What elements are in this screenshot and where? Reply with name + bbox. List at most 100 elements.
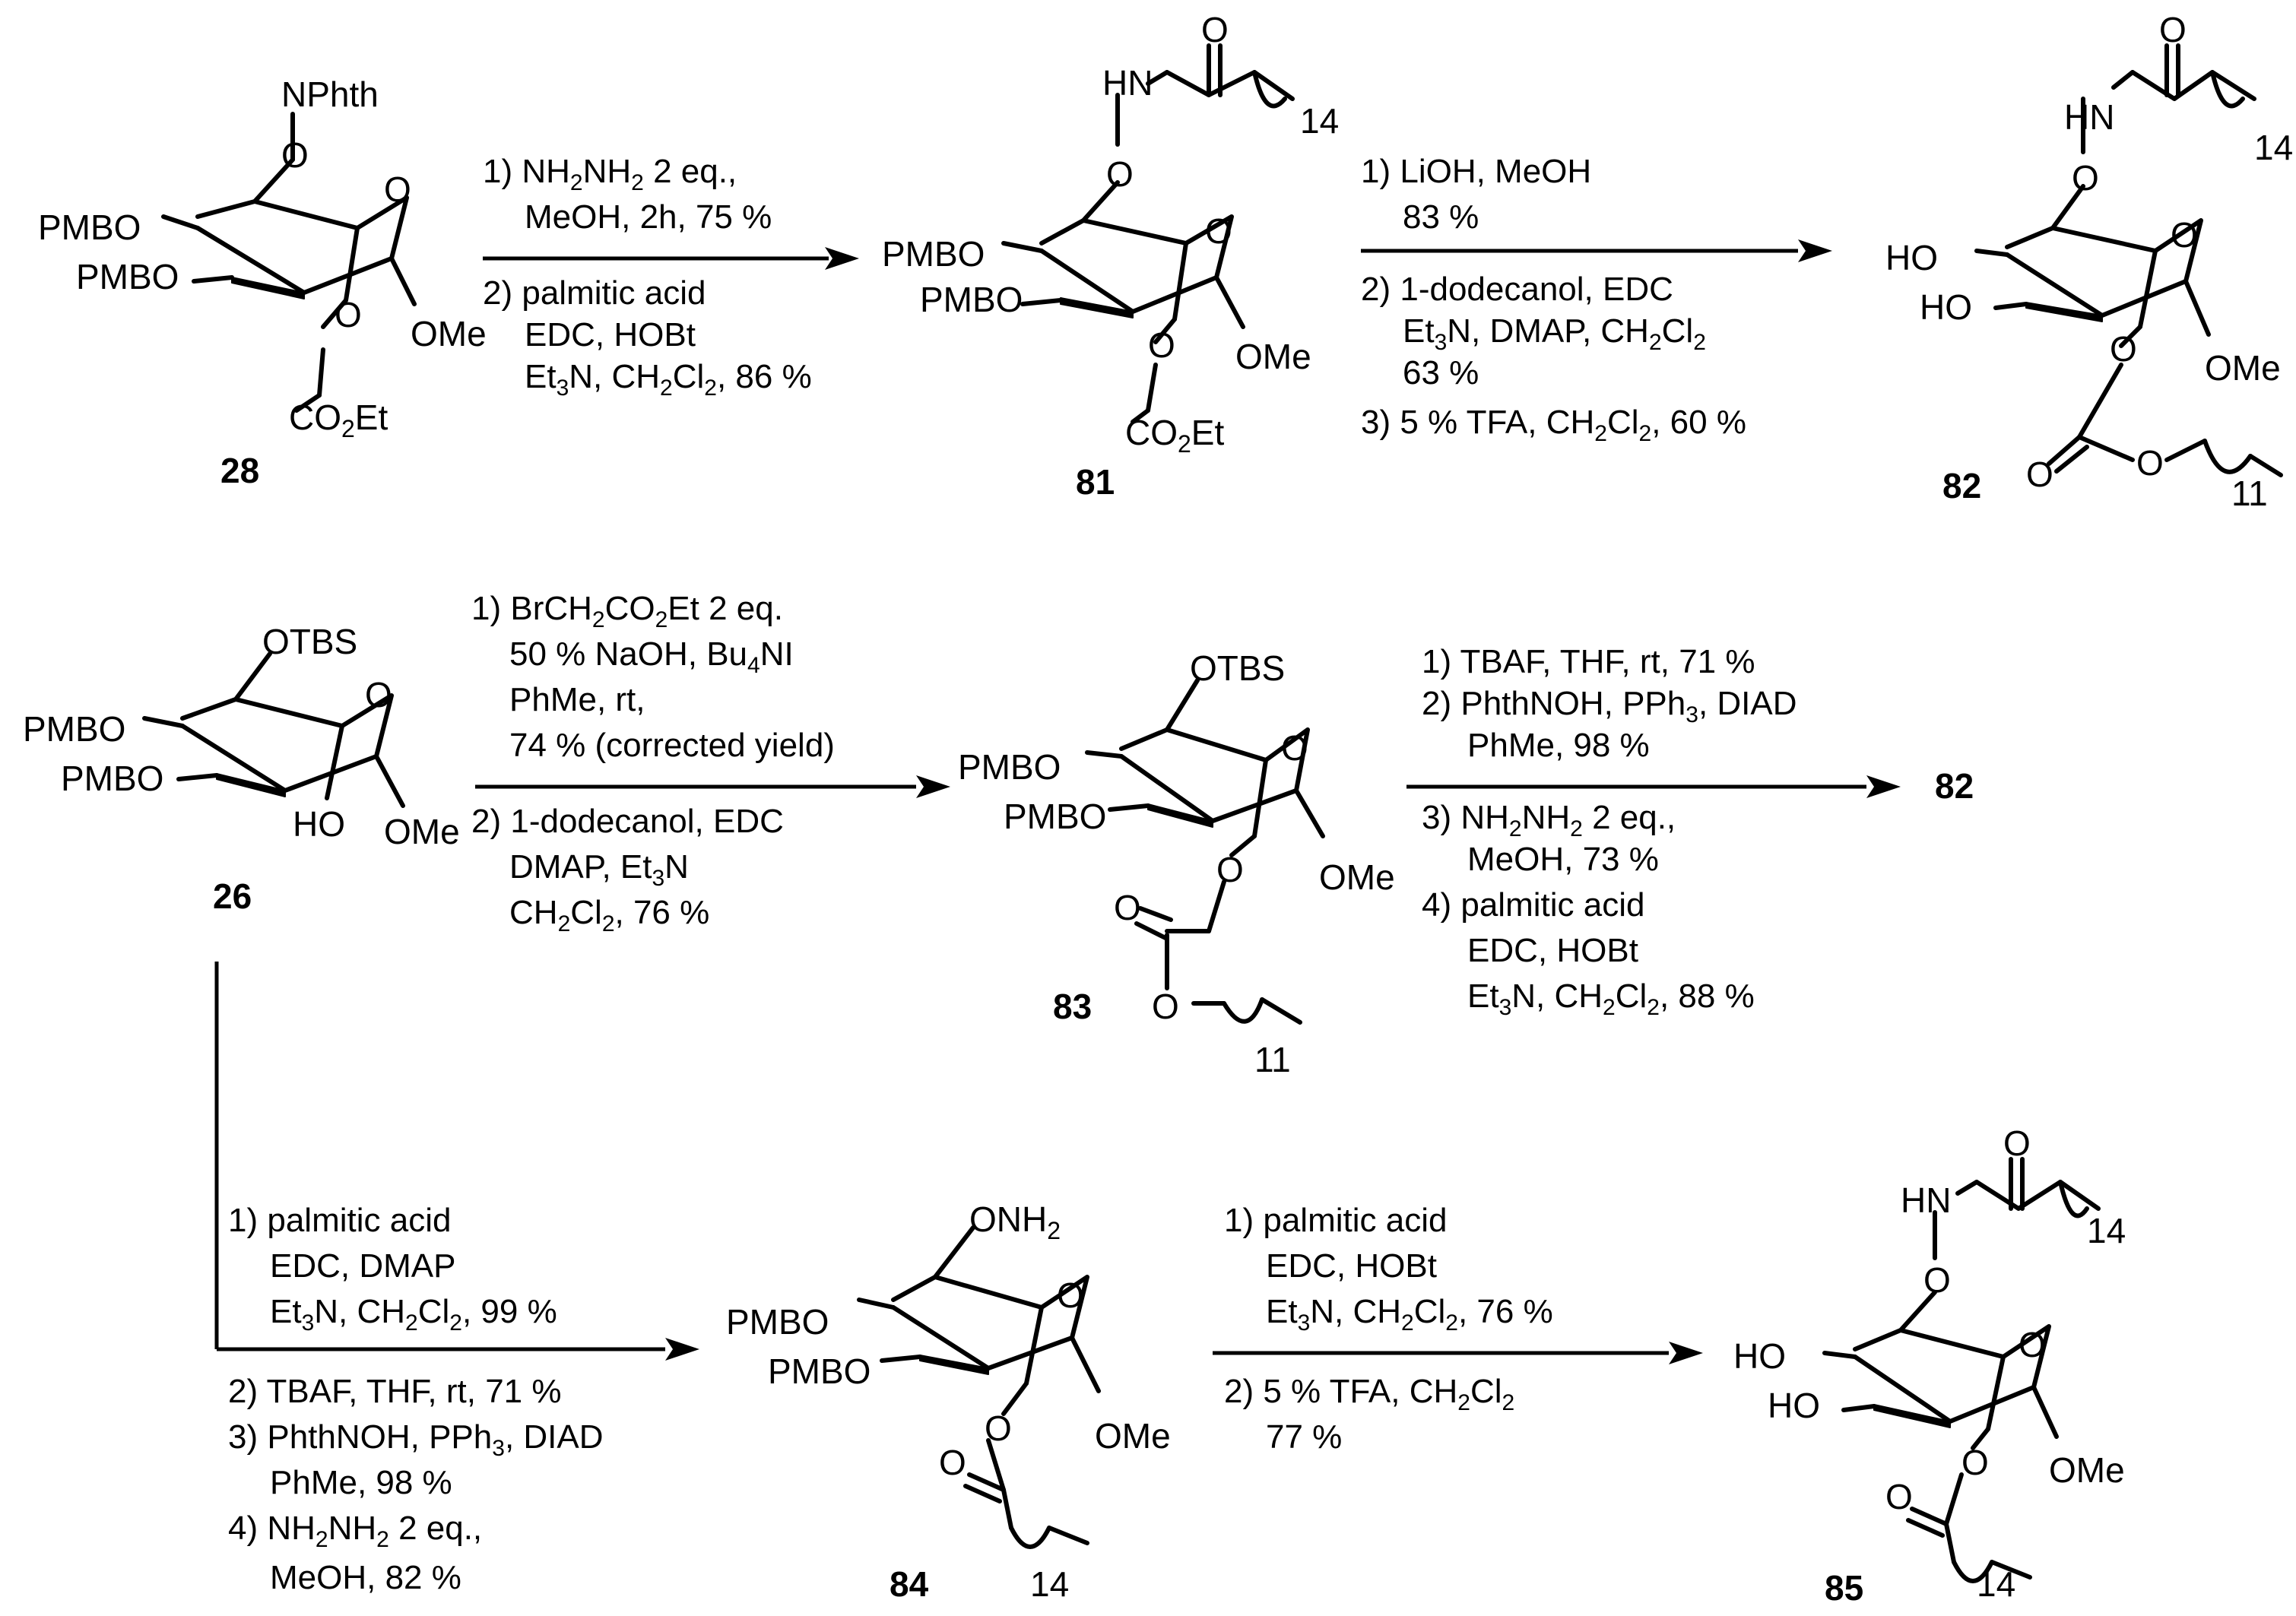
ring-oxygen: O xyxy=(1205,211,1232,251)
ester-oxygen: O xyxy=(1152,987,1179,1026)
conditions-26-to-84: 1) palmitic acid EDC, DMAP Et3N, CH2Cl2,… xyxy=(228,1202,604,1596)
label-o: O xyxy=(1148,325,1175,365)
condition-line: 2) TBAF, THF, rt, 71 % xyxy=(228,1373,562,1410)
compound-label-26: 26 xyxy=(213,876,252,916)
compound-83: OTBS O PMBO PMBO O OMe O O 11 83 xyxy=(958,648,1395,1079)
label-ome: OMe xyxy=(2205,348,2281,388)
compound-81: O HN 14 O O PMBO PMBO O OMe CO2Et 81 xyxy=(882,10,1339,502)
label-ho: HO xyxy=(1885,238,1938,277)
ring-oxygen: O xyxy=(2019,1325,2046,1364)
conditions-84-to-85: 1) palmitic acid EDC, HOBt Et3N, CH2Cl2,… xyxy=(1224,1202,1553,1456)
condition-line: PhMe, 98 % xyxy=(270,1464,452,1501)
compound-label-85: 85 xyxy=(1825,1568,1863,1608)
chain-count: 11 xyxy=(2231,474,2268,513)
condition-line: 74 % (corrected yield) xyxy=(509,727,835,764)
label-ome: OMe xyxy=(1095,1416,1171,1456)
chain-count: 14 xyxy=(1300,101,1339,141)
carbonyl-oxygen: O xyxy=(1885,1477,1913,1516)
conditions-83-to-82: 1) TBAF, THF, rt, 71 % 2) PhthNOH, PPh3,… xyxy=(1422,643,1797,1020)
condition-line: MeOH, 2h, 75 % xyxy=(525,198,772,236)
label-o: O xyxy=(2072,158,2099,198)
label-nphth: NPhth xyxy=(281,74,379,114)
label-co2et: CO2Et xyxy=(1125,413,1224,458)
label-o: O xyxy=(281,135,309,175)
compound-label-82: 82 xyxy=(1942,466,1981,505)
condition-line: 4) palmitic acid xyxy=(1422,886,1644,924)
carbonyl-oxygen: O xyxy=(2003,1123,2031,1163)
arrow-28-to-81 xyxy=(483,247,859,270)
condition-line: EDC, DMAP xyxy=(270,1247,455,1285)
condition-line: EDC, HOBt xyxy=(1266,1247,1437,1285)
chain-count: 14 xyxy=(2087,1211,2126,1250)
label-pmbo: PMBO xyxy=(23,709,125,749)
label-pmbo: PMBO xyxy=(61,759,163,798)
compound-label-28: 28 xyxy=(220,451,259,490)
condition-line: 77 % xyxy=(1266,1418,1342,1456)
compound-label-83: 83 xyxy=(1053,987,1092,1026)
condition-line: Et3N, CH2Cl2, 99 % xyxy=(270,1293,557,1336)
condition-line: 2) 5 % TFA, CH2Cl2 xyxy=(1224,1373,1514,1415)
compound-26: OTBS O PMBO PMBO HO OMe 26 xyxy=(23,622,460,916)
condition-line: 1) BrCH2CO2Et 2 eq. xyxy=(471,590,783,632)
compound-28: NPhth O O PMBO PMBO O OMe CO2Et 28 xyxy=(38,74,487,490)
condition-line: 3) NH2NH2 2 eq., xyxy=(1422,799,1676,841)
label-hn: HN xyxy=(1901,1180,1951,1220)
chain-count: 11 xyxy=(1254,1040,1291,1079)
compound-label-84: 84 xyxy=(890,1564,929,1604)
condition-line: 2) PhthNOH, PPh3, DIAD xyxy=(1422,685,1797,727)
condition-line: 3) PhthNOH, PPh3, DIAD xyxy=(228,1418,604,1461)
label-pmbo: PMBO xyxy=(882,234,985,274)
ring-oxygen: O xyxy=(1057,1275,1084,1315)
condition-line: PhMe, rt, xyxy=(509,681,645,718)
label-otbs: OTBS xyxy=(262,622,357,661)
label-hn: HN xyxy=(1102,63,1153,103)
conditions-26-to-83: 1) BrCH2CO2Et 2 eq. 50 % NaOH, Bu4NI PhM… xyxy=(471,590,835,936)
arrow-26-to-83 xyxy=(475,775,950,798)
label-o: O xyxy=(2110,329,2137,369)
condition-line: 1) NH2NH2 2 eq., xyxy=(483,153,737,195)
condition-line: 1) TBAF, THF, rt, 71 % xyxy=(1422,643,1755,680)
label-o: O xyxy=(1216,850,1244,889)
condition-line: 4) NH2NH2 2 eq., xyxy=(228,1510,482,1552)
ester-oxygen: O xyxy=(2136,443,2164,483)
label-ho: HO xyxy=(1920,287,1972,327)
carbonyl-oxygen: O xyxy=(2159,10,2187,49)
compound-84: ONH2 O PMBO PMBO O OMe O 14 84 xyxy=(726,1199,1171,1604)
condition-line: CH2Cl2, 76 % xyxy=(509,894,709,936)
label-onh2: ONH2 xyxy=(969,1199,1061,1244)
condition-line: 1) LiOH, MeOH xyxy=(1361,153,1591,190)
compound-82: O HN 14 O O HO HO O OMe O O 11 82 xyxy=(1885,10,2293,513)
label-ome: OMe xyxy=(2049,1450,2125,1490)
label-hn: HN xyxy=(2064,97,2114,137)
ring-oxygen: O xyxy=(365,675,392,715)
label-pmbo: PMBO xyxy=(958,747,1061,787)
condition-line: 1) palmitic acid xyxy=(228,1202,451,1239)
label-otbs: OTBS xyxy=(1190,648,1285,688)
label-ome: OMe xyxy=(411,314,487,353)
label-o: O xyxy=(1923,1260,1951,1300)
condition-line: EDC, HOBt xyxy=(1467,932,1638,969)
ring-oxygen: O xyxy=(1281,728,1308,768)
condition-line: 3) 5 % TFA, CH2Cl2, 60 % xyxy=(1361,404,1746,446)
condition-line: 2) palmitic acid xyxy=(483,274,706,312)
conditions-28-to-81: 1) NH2NH2 2 eq., MeOH, 2h, 75 % 2) palmi… xyxy=(483,153,812,401)
condition-line: PhMe, 98 % xyxy=(1467,727,1650,764)
arrow-83-to-82 xyxy=(1406,775,1901,798)
label-ome: OMe xyxy=(1235,337,1311,376)
label-ome: OMe xyxy=(384,812,460,851)
condition-line: DMAP, Et3N xyxy=(509,848,689,891)
compound-label-82-ref: 82 xyxy=(1935,766,1974,806)
label-pmbo: PMBO xyxy=(920,280,1023,319)
label-o: O xyxy=(985,1408,1012,1448)
condition-line: Et3N, CH2Cl2, 86 % xyxy=(525,358,812,401)
condition-line: Et3N, CH2Cl2, 88 % xyxy=(1467,978,1755,1020)
carbonyl-oxygen: O xyxy=(1201,10,1229,49)
arrow-81-to-82 xyxy=(1361,239,1832,262)
label-pmbo: PMBO xyxy=(768,1351,871,1391)
condition-line: EDC, HOBt xyxy=(525,316,696,353)
label-pmbo: PMBO xyxy=(726,1302,829,1342)
carbonyl-oxygen: O xyxy=(939,1443,966,1482)
label-pmbo: PMBO xyxy=(76,257,179,296)
condition-line: 83 % xyxy=(1403,198,1479,236)
conditions-81-to-82: 1) LiOH, MeOH 83 % 2) 1-dodecanol, EDC E… xyxy=(1361,153,1746,446)
